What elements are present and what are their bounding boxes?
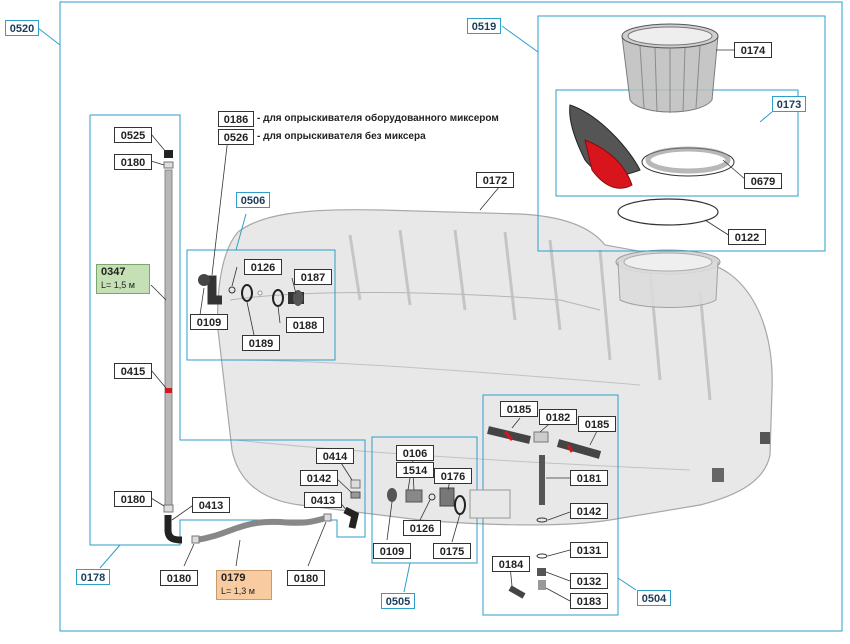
part-label-1514: 1514 (396, 462, 434, 478)
group-label-0506: 0506 (236, 192, 270, 208)
part-label-0184: 0184 (492, 556, 530, 572)
group-label-0505: 0505 (381, 593, 415, 609)
group-label-0178: 0178 (76, 569, 110, 585)
part-label-0415: 0415 (114, 363, 152, 379)
part-label-0679: 0679 (744, 173, 782, 189)
part-label-0413-left: 0413 (192, 497, 230, 513)
part-label-0180-hose-right: 0180 (287, 570, 325, 586)
tank-body (217, 209, 773, 526)
part-label-0189: 0189 (242, 335, 280, 351)
part-label-0142-left: 0142 (300, 470, 338, 486)
group-label-0520: 0520 (5, 20, 39, 36)
part-label-0183: 0183 (570, 593, 608, 609)
part-label-0185-left: 0185 (500, 401, 538, 417)
group-label-0519: 0519 (467, 18, 501, 34)
part-label-0109-bottom: 0109 (373, 543, 411, 559)
part-label-0176: 0176 (434, 468, 472, 484)
part-label-0106: 0106 (396, 445, 434, 461)
part-label-0187: 0187 (294, 269, 332, 285)
part-label-0122: 0122 (728, 229, 766, 245)
part-label-0185-right: 0185 (578, 416, 616, 432)
part-label-0413-right: 0413 (304, 492, 342, 508)
part-label-0172: 0172 (476, 172, 514, 188)
part-label-0132: 0132 (570, 573, 608, 589)
tank-lid (569, 104, 735, 226)
part-label-0182: 0182 (539, 409, 577, 425)
hose (191, 479, 361, 544)
group-0506-parts (198, 274, 304, 307)
note-text-0186: - для опрыскивателя оборудованного миксе… (257, 113, 499, 124)
group-0504-parts (487, 426, 602, 599)
strainer-basket (621, 23, 719, 113)
part-label-0175: 0175 (433, 543, 471, 559)
part-label-0414: 0414 (316, 448, 354, 464)
part-code-0179: 0179 (221, 572, 246, 584)
part-label-0131: 0131 (570, 542, 608, 558)
part-label-0525: 0525 (114, 127, 152, 143)
part-code-0347: 0347 (101, 266, 126, 278)
part-label-0180-bottom: 0180 (114, 491, 152, 507)
part-label-0181: 0181 (570, 470, 608, 486)
part-label-0180-hose-left: 0180 (160, 570, 198, 586)
part-label-0347: 0347 L= 1,5 м (96, 264, 150, 294)
part-length-0179: L= 1,3 м (221, 586, 255, 596)
part-label-0142-right: 0142 (570, 503, 608, 519)
group-label-0504: 0504 (637, 590, 671, 606)
group-label-0173: 0173 (772, 96, 806, 112)
part-length-0347: L= 1,5 м (101, 280, 135, 290)
part-label-0126-top: 0126 (244, 259, 282, 275)
suction-pipe (163, 150, 183, 544)
part-label-0174: 0174 (734, 42, 772, 58)
part-label-0126-bottom: 0126 (403, 520, 441, 536)
part-label-0188: 0188 (286, 317, 324, 333)
note-code-0186: 0186 (218, 111, 254, 127)
part-label-0179: 0179 L= 1,3 м (216, 570, 272, 600)
part-label-0109-top: 0109 (190, 314, 228, 330)
group-0505-parts (387, 487, 511, 519)
part-label-0180-top: 0180 (114, 154, 152, 170)
note-text-0526: - для опрыскивателя без миксера (257, 131, 426, 142)
note-code-0526: 0526 (218, 129, 254, 145)
